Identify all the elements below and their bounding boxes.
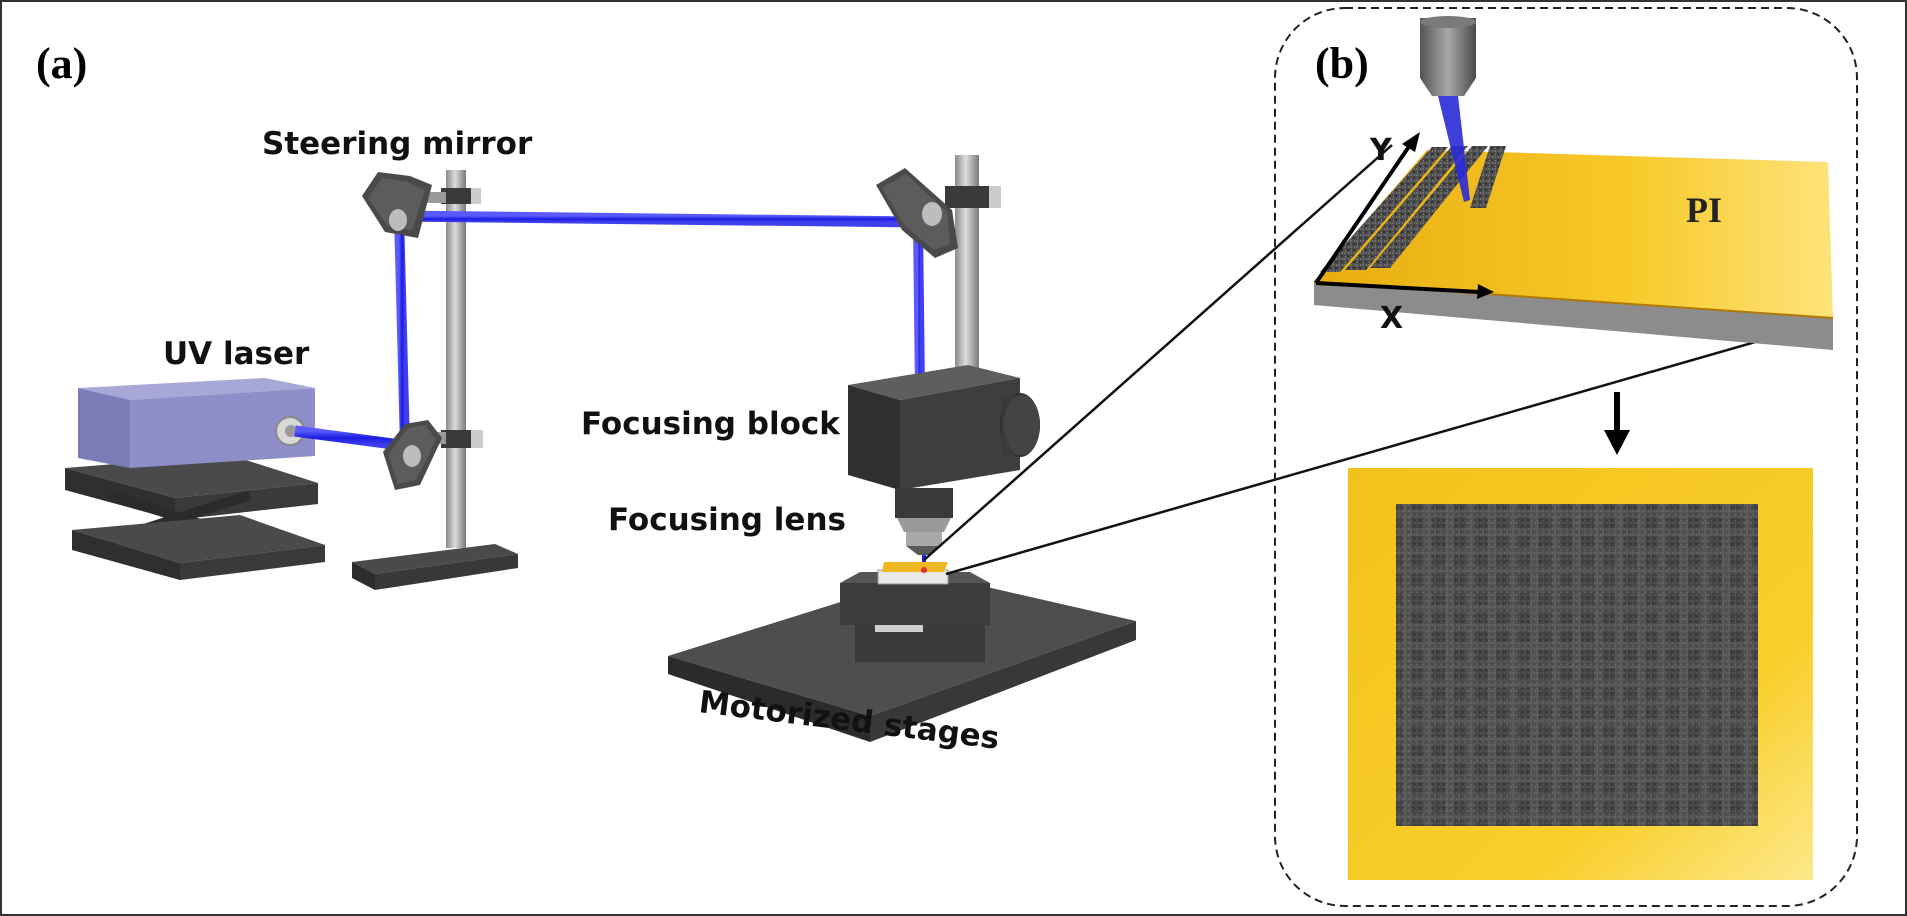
uv-laser: [65, 378, 325, 580]
motorized-stages: [668, 562, 1136, 742]
material-label: PI: [1686, 190, 1722, 230]
zoom-line-upper: [923, 144, 1393, 561]
axis-y-label: Y: [1369, 133, 1393, 168]
label-uv-laser: UV laser: [163, 336, 310, 372]
grid-texture: [1396, 504, 1758, 826]
laser-beam-path: [294, 210, 925, 451]
label-focusing-block: Focusing block: [581, 406, 841, 442]
label-steering-mirror: Steering mirror: [262, 126, 533, 162]
down-arrow: [1604, 392, 1630, 455]
panel-b-letter: (b): [1315, 39, 1369, 88]
label-focusing-lens: Focusing lens: [608, 502, 846, 538]
upper-left-steering-mirror: [362, 172, 432, 238]
axes: [1314, 132, 1494, 299]
lower-steering-mirror: [383, 420, 442, 490]
right-post-mount: [945, 155, 1001, 375]
upper-right-steering-mirror: [876, 168, 958, 258]
pi-substrate: [1313, 146, 1834, 350]
zoom-line-lower: [945, 318, 1833, 576]
focusing-block: [848, 365, 1040, 490]
laser-tip: [1420, 16, 1476, 202]
axis-x-label: X: [1380, 301, 1403, 336]
panel-b-frame: [1274, 7, 1858, 907]
panel-a-letter: (a): [36, 39, 87, 88]
result-grid-pattern: [1396, 504, 1758, 826]
